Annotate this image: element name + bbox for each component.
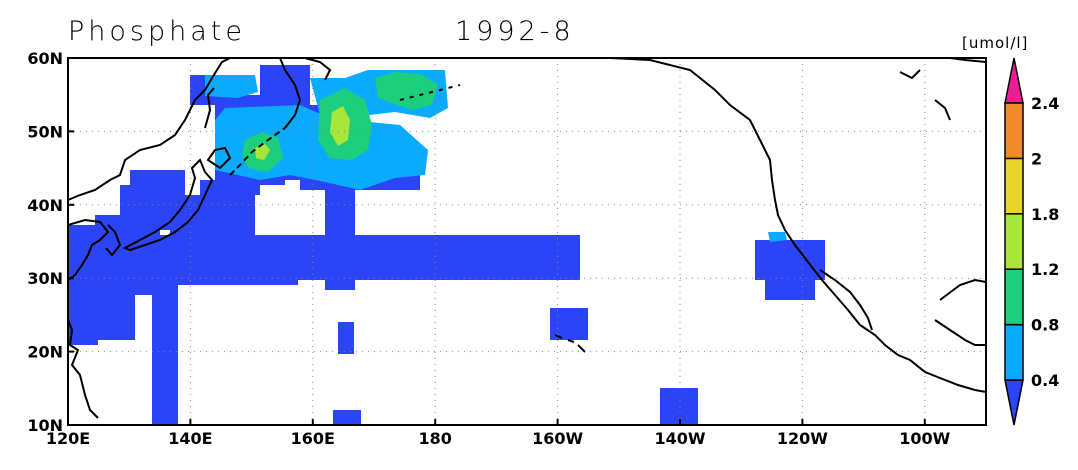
field-layer [68, 65, 825, 425]
colorbar-level-label: 0.4 [1031, 371, 1059, 390]
x-tick-label: 140W [654, 429, 705, 448]
colorbar-segment [1004, 268, 1024, 326]
colorbar-segment [1004, 323, 1024, 381]
colorbar-level-label: 1.2 [1031, 260, 1059, 279]
y-tick-label: 10N [27, 416, 63, 435]
field-level-3 [255, 106, 350, 160]
colorbar-units: [umol/l] [962, 34, 1028, 52]
plot-frame [67, 57, 987, 426]
x-tick-label: 120E [46, 429, 90, 448]
colorbar-extend-max [1004, 57, 1024, 104]
y-tick-label: 20N [27, 343, 63, 362]
field-holes [178, 190, 580, 425]
colorbar: 0.4 0.8 1.2 1.8 2 2.4 [1004, 57, 1059, 426]
colorbar-level-label: 0.8 [1031, 316, 1059, 335]
y-tick-label: 40N [27, 196, 63, 215]
colorbar-level-label: 2.4 [1031, 94, 1059, 113]
y-tick-label: 30N [27, 269, 63, 288]
colorbar-segment [1004, 213, 1024, 270]
colorbar-level-label: 2 [1031, 149, 1042, 168]
x-axis-labels: 120E 140E 160E 180 160W 140W 120W 100W [46, 429, 951, 448]
x-tick-label: 140E [168, 429, 212, 448]
colorbar-segment [1004, 157, 1024, 215]
coastline-layer [67, 57, 987, 419]
y-tick-label: 50N [27, 122, 63, 141]
y-tick-label: 60N [27, 49, 63, 68]
map-title-date: 1992-8 [455, 16, 575, 47]
x-tick-label: 180 [418, 429, 451, 448]
y-axis-labels: 10N 20N 30N 40N 50N 60N [27, 49, 63, 435]
colorbar-level-label: 1.8 [1031, 205, 1059, 224]
colorbar-extend-min [1004, 379, 1024, 426]
x-tick-label: 160W [532, 429, 583, 448]
x-tick-label: 160E [291, 429, 335, 448]
x-tick-label: 100W [899, 429, 950, 448]
axis-ticks [67, 57, 926, 426]
map-plot-area [67, 57, 987, 426]
colorbar-segment [1004, 102, 1024, 160]
x-tick-label: 120W [777, 429, 828, 448]
map-title-variable: Phosphate [68, 16, 246, 47]
